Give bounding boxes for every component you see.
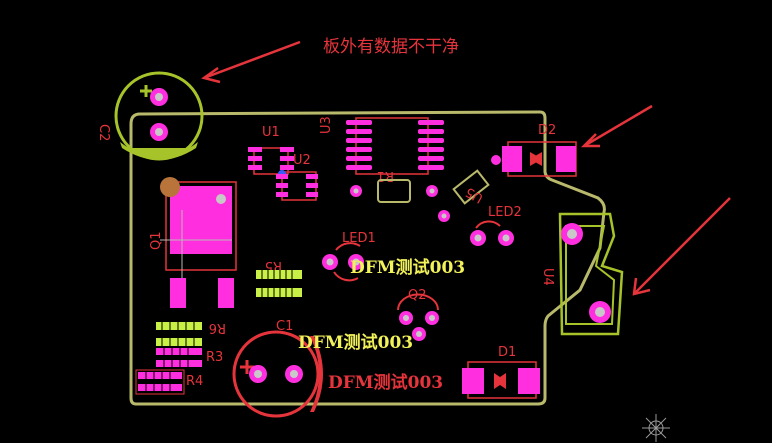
- label-r3: R3: [206, 350, 223, 365]
- transistor-q1: [160, 177, 237, 308]
- resistor-r3: [156, 348, 202, 367]
- label-u3: U3: [319, 116, 334, 134]
- label-u2: U2: [293, 153, 311, 168]
- board-outline: [129, 110, 606, 406]
- label-c2: C2: [96, 124, 111, 141]
- resistor-r5: [256, 270, 302, 297]
- capacitor-c2: [114, 71, 204, 161]
- label-d1: D1: [498, 345, 516, 360]
- resistor-r4: [135, 369, 185, 395]
- arrow-right: [632, 197, 731, 296]
- resistor-r6: [156, 322, 202, 346]
- label-q1: Q1: [149, 231, 164, 250]
- resistor-r1: [350, 179, 438, 203]
- label-r6: R6: [209, 320, 226, 335]
- label-r5: R5: [265, 258, 282, 273]
- label-c1: C1: [276, 319, 293, 334]
- capacitor-c1: [232, 330, 323, 418]
- dfm-text-2: DFM测试003: [298, 332, 413, 353]
- origin-marker: [642, 414, 670, 442]
- label-r4: R4: [186, 374, 203, 389]
- led-led2: [470, 220, 514, 246]
- transistor-q2: [397, 293, 439, 341]
- arrow-top-right: [580, 104, 653, 148]
- diode-d2: [491, 141, 577, 177]
- ic-u2: [276, 170, 318, 201]
- label-u4: U4: [540, 268, 555, 286]
- arrow-top-left: [201, 40, 301, 84]
- led-led1: [322, 242, 364, 282]
- label-led2: LED2: [488, 205, 522, 220]
- part-u4: [558, 212, 624, 336]
- part-u5: [438, 169, 490, 222]
- dfm-text-1: DFM测试003: [350, 257, 465, 278]
- diode-d1: [462, 361, 540, 399]
- label-d2: D2: [538, 123, 556, 138]
- ic-u3: [346, 117, 444, 175]
- annotation-text: 板外有数据不干净: [323, 37, 459, 57]
- label-u1: U1: [262, 125, 280, 140]
- label-q2: Q2: [408, 288, 427, 303]
- dfm-text-3: DFM测试003: [328, 372, 443, 393]
